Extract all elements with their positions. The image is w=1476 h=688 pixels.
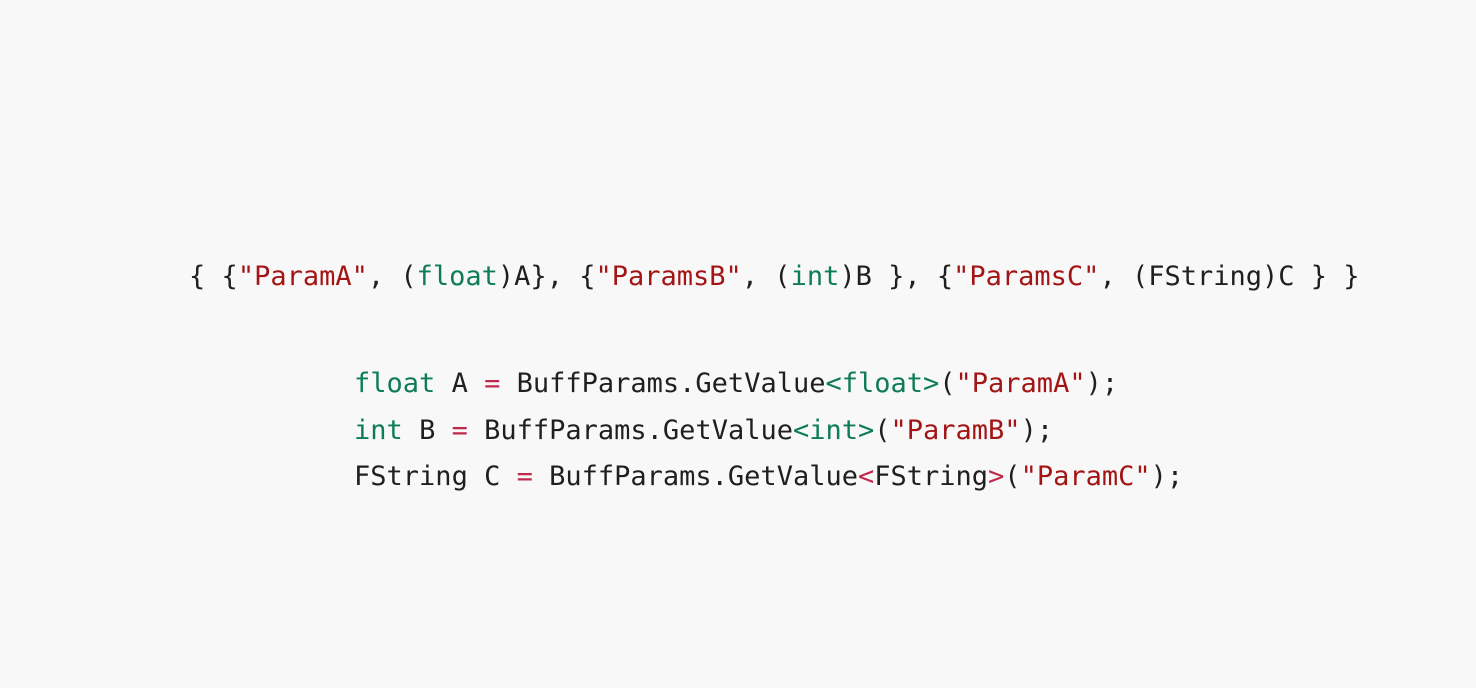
code-token: ); [1020, 415, 1054, 446]
dictionary-initializer-line: { {"ParamA", (float)A}, {"ParamsB", (int… [124, 226, 1360, 328]
code-token: , ( [741, 261, 791, 292]
code-token: B [402, 415, 452, 446]
code-token: )A}, { [497, 261, 596, 292]
code-token: ( [874, 415, 891, 446]
code-token: "ParamB" [890, 415, 1021, 446]
code-token: > [988, 461, 1005, 492]
code-token: ( [1004, 461, 1021, 492]
code-token: = [484, 368, 501, 399]
code-token: "ParamsB" [595, 261, 742, 292]
code-token: <float> [825, 368, 940, 399]
code-token: ); [1085, 368, 1119, 399]
code-token: = [516, 461, 533, 492]
fstring-c-line: FString C = BuffParams.GetValue<FString>… [289, 426, 1183, 528]
code-token: FString C [354, 461, 517, 492]
code-token: A [435, 368, 485, 399]
code-token: , (FString)C } } [1099, 261, 1360, 292]
code-token: int [790, 261, 840, 292]
code-token: ( [939, 368, 956, 399]
code-token: "ParamsC" [953, 261, 1100, 292]
code-token: )B }, { [839, 261, 954, 292]
code-token: BuffParams.GetValue [467, 415, 793, 446]
code-token: float [354, 368, 436, 399]
int-b-line: int B = BuffParams.GetValue<int>("ParamB… [289, 380, 1053, 482]
code-token: < [857, 461, 875, 492]
code-token: int [354, 415, 403, 446]
code-token: "ParamA" [237, 261, 368, 292]
code-token: { { [189, 261, 238, 292]
code-token: float [416, 261, 498, 292]
code-token: ); [1150, 461, 1184, 492]
code-token: <int> [792, 415, 875, 446]
code-token: FString [874, 461, 989, 492]
code-token: = [451, 415, 468, 446]
code-token: BuffParams.GetValue [532, 461, 858, 492]
code-token: "ParamA" [955, 368, 1086, 399]
code-token: BuffParams.GetValue [500, 368, 826, 399]
code-token: "ParamC" [1020, 461, 1151, 492]
code-token: , ( [367, 261, 417, 292]
float-a-line: float A = BuffParams.GetValue<float>("Pa… [289, 333, 1118, 435]
